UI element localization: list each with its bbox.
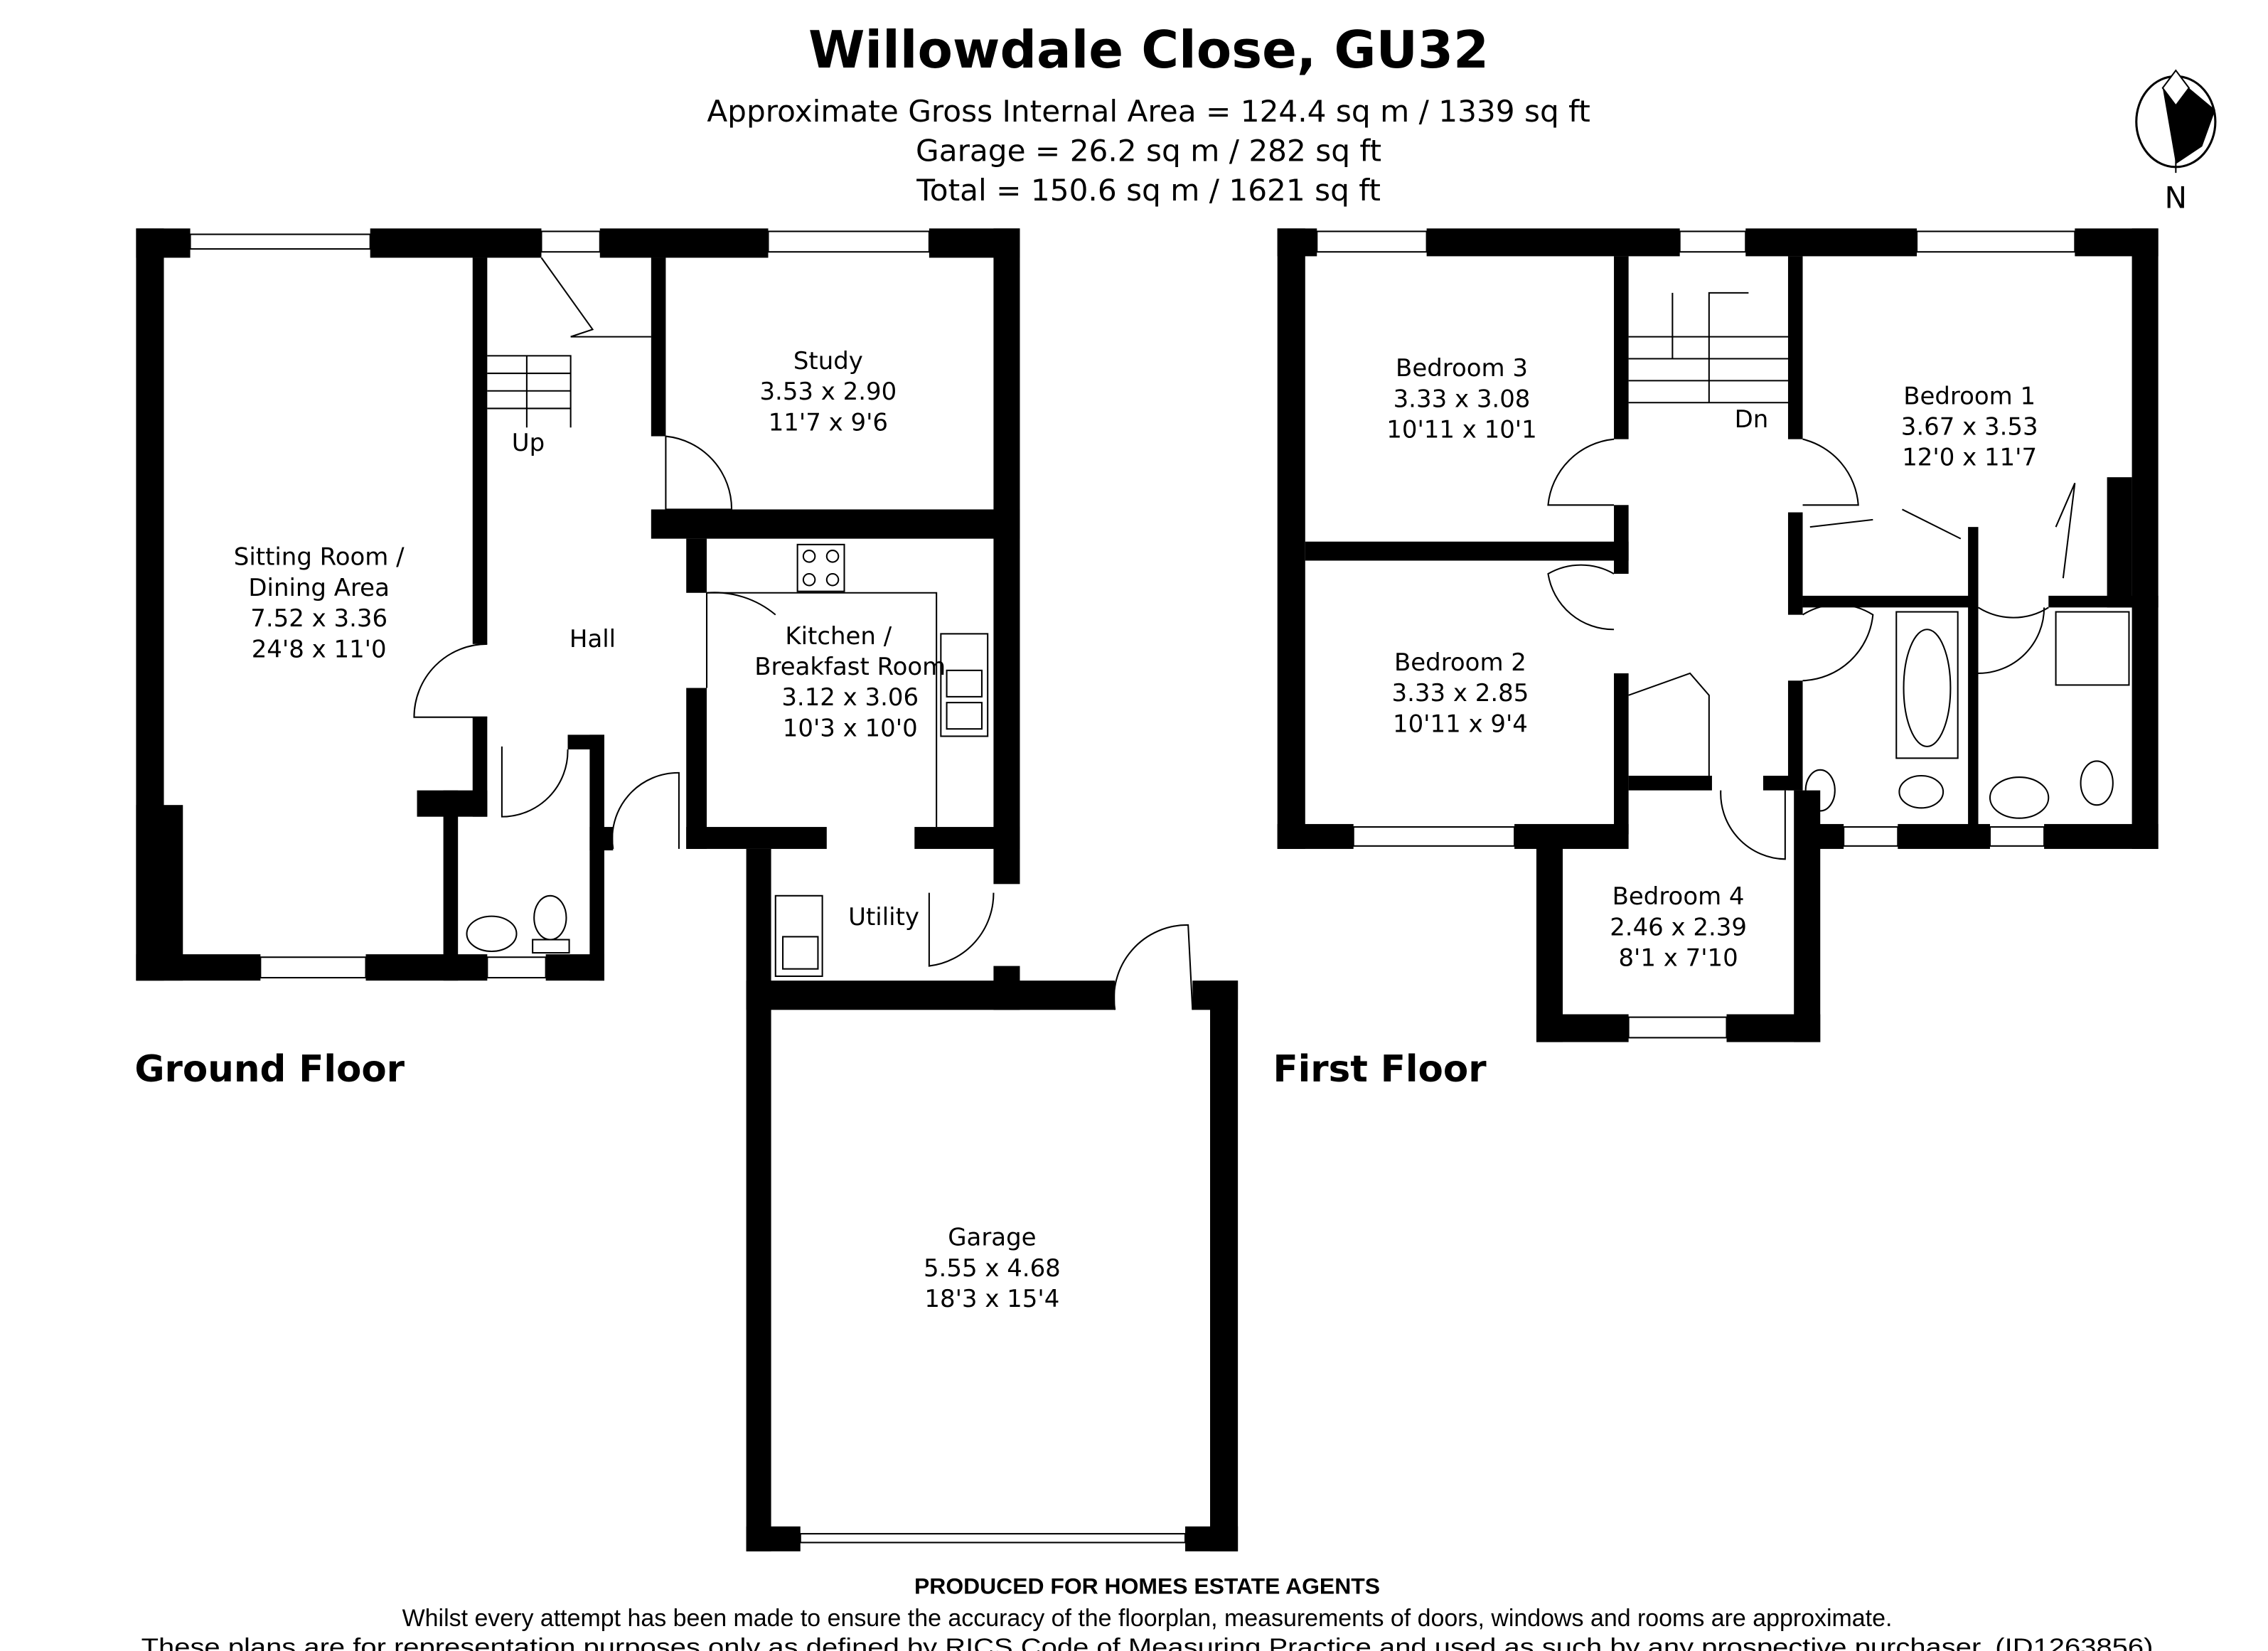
utility-label: Utility bbox=[848, 903, 919, 931]
garage-area: Garage = 26.2 sq m / 282 sq ft bbox=[916, 134, 1381, 169]
gross-area: Approximate Gross Internal Area = 124.4 … bbox=[707, 94, 1590, 129]
ground-floor-fixtures bbox=[413, 257, 1194, 1010]
stairs-up-label: Up bbox=[512, 429, 545, 457]
disclaimer-line-2: These plans are for representation purpo… bbox=[141, 1634, 2154, 1651]
north-arrow-icon bbox=[2135, 69, 2217, 173]
room-size-metric: 5.55 x 4.68 bbox=[924, 1254, 1061, 1283]
room-name: Breakfast Room bbox=[754, 653, 946, 681]
total-area: Total = 150.6 sq m / 1621 sq ft bbox=[916, 173, 1381, 208]
room-size-imperial: 10'11 x 9'4 bbox=[1393, 710, 1528, 738]
room-size-imperial: 12'0 x 11'7 bbox=[1902, 444, 2037, 472]
room-size-metric: 2.46 x 2.39 bbox=[1610, 913, 1747, 941]
room-bedroom-3: Bedroom 3 3.33 x 3.08 10'11 x 10'1 bbox=[1386, 354, 1536, 444]
room-study: Study 3.53 x 2.90 11'7 x 9'6 bbox=[759, 347, 897, 437]
hall-label: Hall bbox=[569, 625, 616, 653]
room-name: Sitting Room / bbox=[234, 543, 405, 572]
room-name: Study bbox=[793, 347, 863, 375]
compass-north-label: N bbox=[2165, 180, 2188, 215]
room-size-metric: 3.67 x 3.53 bbox=[1901, 412, 2038, 441]
room-size-metric: 3.53 x 2.90 bbox=[759, 378, 897, 406]
room-name: Bedroom 1 bbox=[1903, 382, 2036, 410]
first-floor-label: First Floor bbox=[1273, 1048, 1487, 1091]
producer-credit: PRODUCED FOR HOMES ESTATE AGENTS bbox=[914, 1573, 1380, 1598]
room-size-imperial: 10'11 x 10'1 bbox=[1386, 416, 1536, 444]
room-name: Dining Area bbox=[248, 574, 389, 602]
room-name: Kitchen / bbox=[785, 622, 892, 651]
ground-floor-walls bbox=[136, 228, 1239, 1551]
room-name: Bedroom 3 bbox=[1396, 354, 1528, 383]
ground-floor-label: Ground Floor bbox=[134, 1048, 405, 1091]
room-garage: Garage 5.55 x 4.68 18'3 x 15'4 bbox=[924, 1224, 1061, 1313]
room-sitting-dining: Sitting Room / Dining Area 7.52 x 3.36 2… bbox=[234, 543, 405, 664]
room-size-metric: 3.33 x 3.08 bbox=[1394, 385, 1531, 413]
first-floor-fixtures bbox=[1547, 292, 2130, 860]
disclaimer-line-1: Whilst every attempt has been made to en… bbox=[402, 1605, 1893, 1632]
room-size-metric: 3.33 x 2.85 bbox=[1392, 679, 1529, 707]
room-kitchen: Kitchen / Breakfast Room 3.12 x 3.06 10'… bbox=[754, 622, 946, 743]
room-size-metric: 3.12 x 3.06 bbox=[781, 683, 919, 712]
room-name: Bedroom 2 bbox=[1394, 648, 1526, 677]
room-size-imperial: 10'3 x 10'0 bbox=[783, 714, 918, 742]
stairs-down-label: Dn bbox=[1735, 405, 1769, 434]
room-size-imperial: 24'8 x 11'0 bbox=[252, 635, 387, 663]
first-floor-walls bbox=[1277, 228, 2159, 1042]
room-name: Bedroom 4 bbox=[1612, 882, 1745, 911]
room-bedroom-1: Bedroom 1 3.67 x 3.53 12'0 x 11'7 bbox=[1901, 382, 2038, 471]
page-title: Willowdale Close, GU32 bbox=[808, 20, 1489, 80]
room-size-imperial: 18'3 x 15'4 bbox=[924, 1285, 1059, 1313]
room-bedroom-4: Bedroom 4 2.46 x 2.39 8'1 x 7'10 bbox=[1610, 882, 1747, 972]
room-bedroom-2: Bedroom 2 3.33 x 2.85 10'11 x 9'4 bbox=[1392, 648, 1529, 738]
room-size-imperial: 8'1 x 7'10 bbox=[1618, 944, 1738, 973]
room-name: Garage bbox=[948, 1224, 1036, 1252]
room-size-metric: 7.52 x 3.36 bbox=[250, 604, 387, 633]
room-size-imperial: 11'7 x 9'6 bbox=[769, 408, 888, 437]
